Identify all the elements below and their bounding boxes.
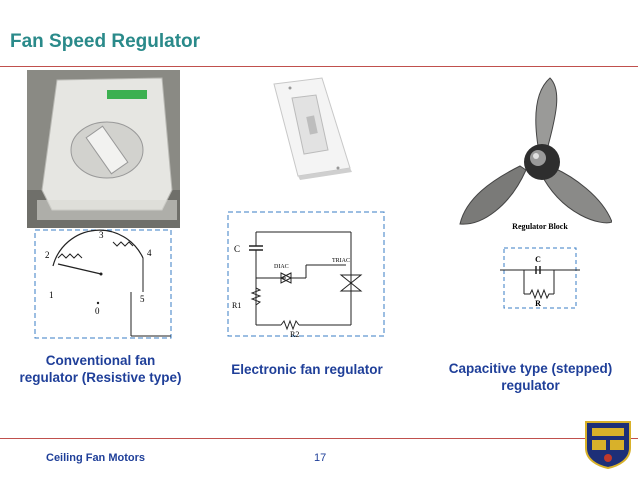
- footer-text: Ceiling Fan Motors: [46, 452, 145, 464]
- page-number: 17: [314, 452, 327, 464]
- capacitive-regulator-diagram: Regulator Block C R: [500, 218, 580, 323]
- diagram-label: 3: [99, 230, 104, 240]
- diagram-label: R2: [290, 330, 299, 339]
- title-rule: [0, 66, 638, 67]
- diagram-label: DIAC: [274, 264, 289, 270]
- diagram-label: TRIAC: [332, 258, 350, 264]
- conventional-regulator-diagram: 3 2 4 1 5 0: [33, 228, 173, 345]
- footer-rule: [0, 438, 638, 439]
- electronic-regulator-diagram: C DIAC TRIAC R1 R2: [226, 210, 386, 345]
- diagram-label: C: [234, 244, 240, 254]
- caption-electronic: Electronic fan regulator: [231, 362, 383, 377]
- diagram-label: C: [535, 255, 541, 264]
- diagram-label: 5: [140, 294, 145, 304]
- diagram-label: 2: [45, 250, 50, 260]
- diagram-label: R: [535, 299, 541, 308]
- page-title: Fan Speed Regulator: [10, 31, 201, 52]
- diagram-label: 1: [49, 290, 54, 300]
- ceiling-fan-image: [452, 76, 613, 241]
- diagram-label: R1: [232, 301, 241, 310]
- diagram-label: 4: [147, 248, 152, 258]
- conventional-regulator-photo: [27, 70, 180, 228]
- diagram-label: 0: [95, 306, 100, 316]
- caption-conventional: Conventional fan regulator (Resistive ty…: [19, 353, 182, 385]
- caption-capacitive: Capacitive type (stepped) regulator: [448, 361, 613, 393]
- diagram-heading: Regulator Block: [512, 222, 568, 231]
- crest-logo: [582, 418, 634, 475]
- electronic-regulator-photo: [262, 76, 358, 185]
